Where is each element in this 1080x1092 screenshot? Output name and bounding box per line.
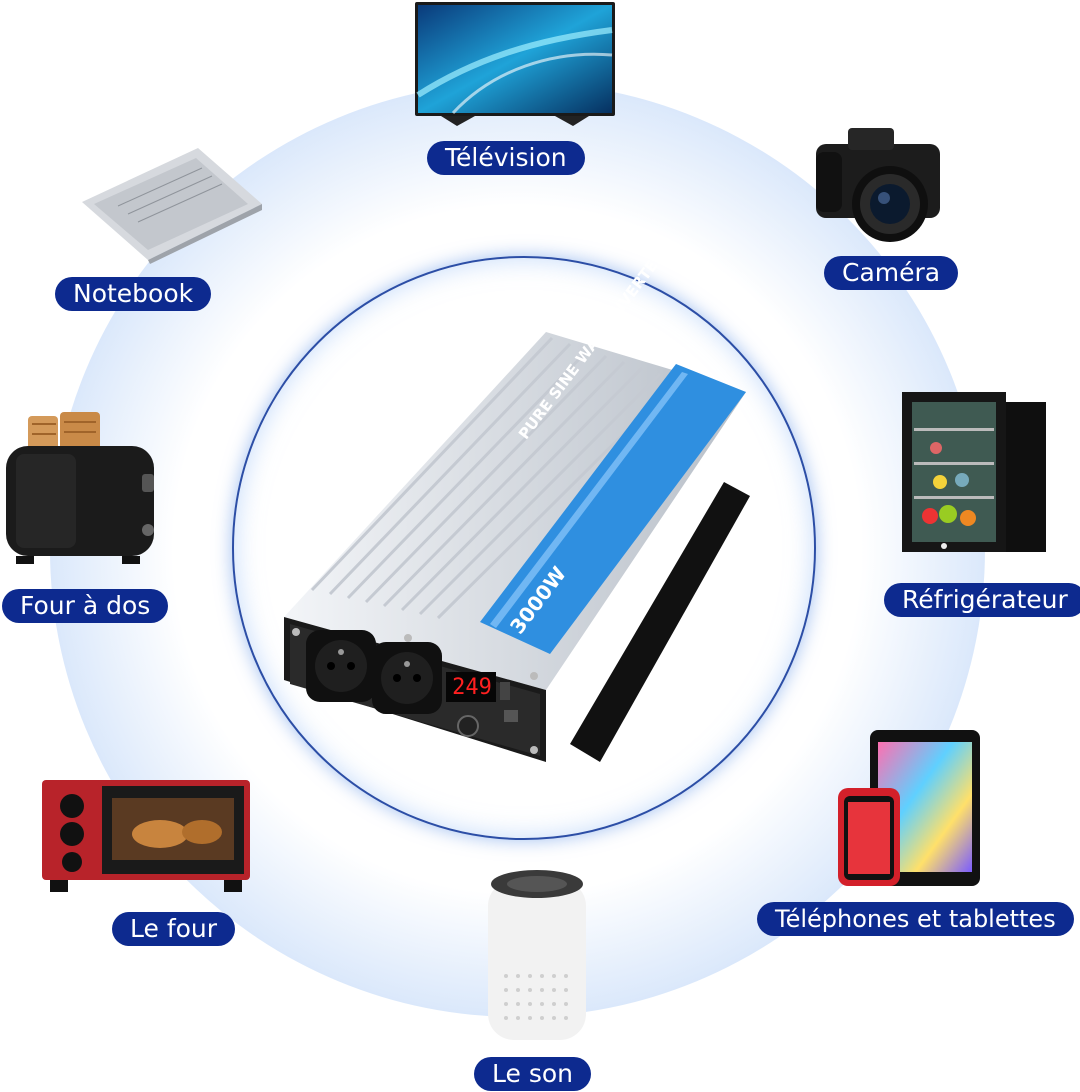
phones-tablets-image xyxy=(838,730,980,886)
label-notebook: Notebook xyxy=(55,277,212,311)
oven-image xyxy=(42,780,250,892)
inverter-image xyxy=(284,332,750,762)
air-purifier-image xyxy=(488,870,586,1040)
label-oven: Le four xyxy=(112,912,236,946)
inverter-display: 249 xyxy=(452,675,492,700)
refrigerator-image xyxy=(902,392,1046,552)
label-phones-tablets: Téléphones et tablettes xyxy=(757,902,1074,936)
notebook-image xyxy=(82,148,262,264)
label-camera: Caméra xyxy=(824,256,959,290)
label-toaster: Four à dos xyxy=(2,589,169,623)
label-air-purifier: Le son xyxy=(474,1057,591,1091)
label-refrigerator: Réfrigérateur xyxy=(884,583,1080,617)
toaster-image xyxy=(6,412,154,564)
label-television: Télévision xyxy=(427,141,585,175)
camera-image xyxy=(816,128,940,242)
television-image xyxy=(415,2,615,126)
